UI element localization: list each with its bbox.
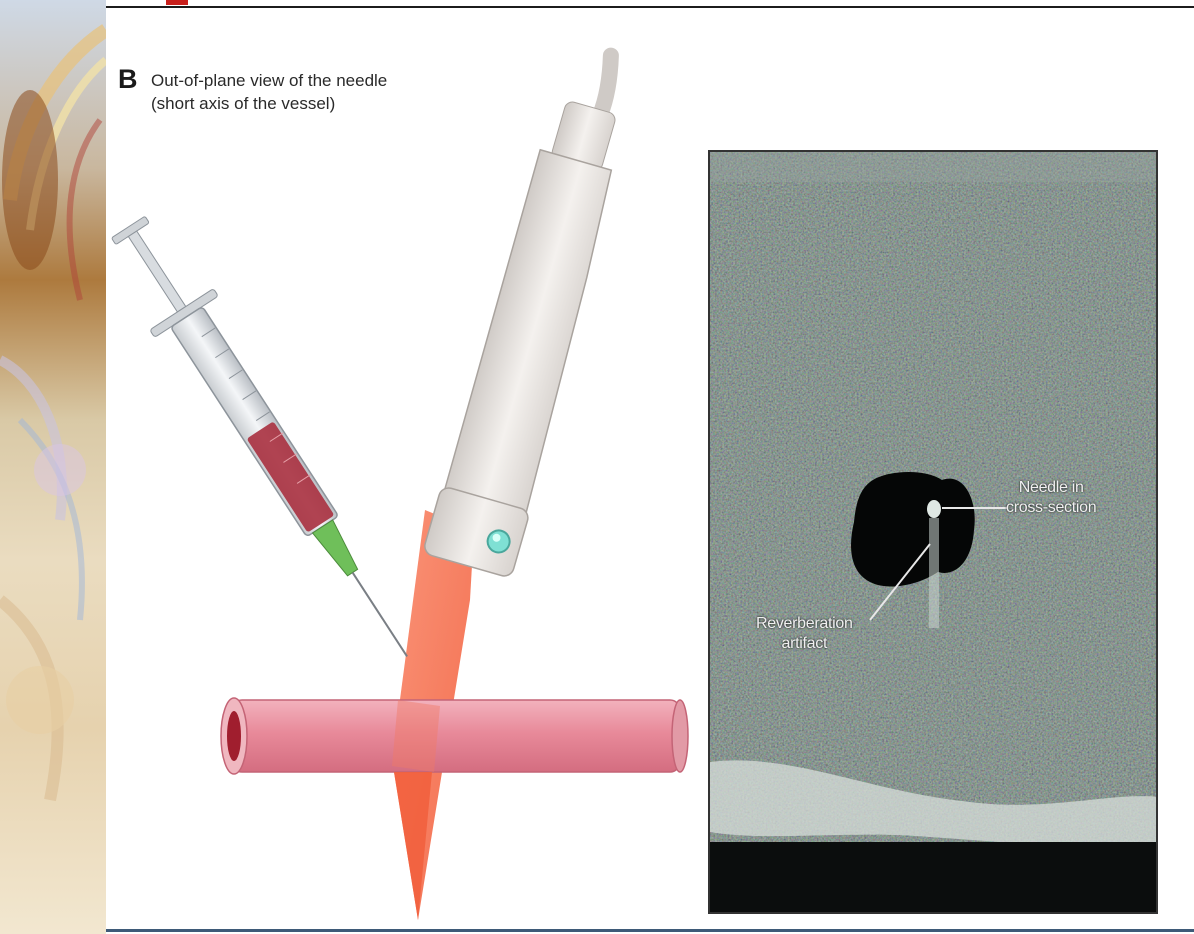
needle-label: Needle in cross-section xyxy=(1006,478,1096,518)
bottom-rule xyxy=(106,929,1194,932)
reverberation-tail xyxy=(929,518,939,628)
blood-vessel xyxy=(221,698,688,774)
procedure-illustration xyxy=(106,0,706,934)
background-artwork-strip xyxy=(0,0,106,934)
ultrasound-probe xyxy=(423,43,658,578)
vessel-lumen xyxy=(851,472,975,587)
ultrasound-image: Needle in cross-section Reverberation ar… xyxy=(708,150,1158,914)
needle-echo xyxy=(927,500,941,518)
reverberation-label: Reverberation artifact xyxy=(756,614,853,654)
syringe xyxy=(106,206,439,677)
